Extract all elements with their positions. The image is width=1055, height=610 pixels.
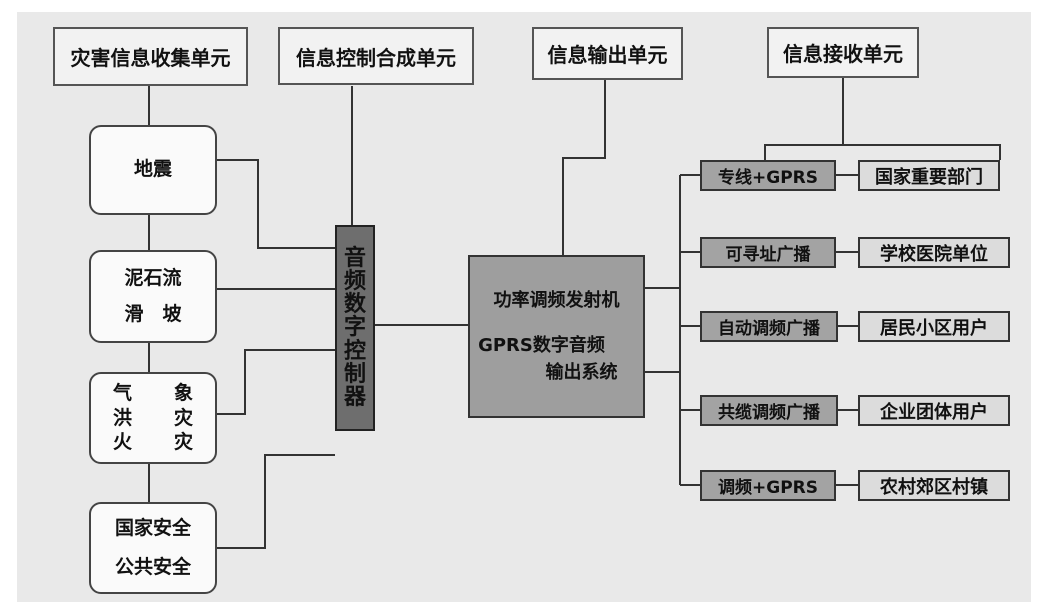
header-output-label: 信息输出单元	[547, 43, 668, 67]
channel-dedicated-gprs: 专线+GPRS	[700, 160, 836, 191]
channel-label: 可寻址广播	[725, 245, 811, 265]
connector	[562, 80, 606, 255]
controller-char: 数	[343, 292, 366, 318]
fm-transmitter-gprs-system: 功率调频发射机 GPRS数字音频 输出系统	[468, 255, 645, 418]
audio-digital-controller: 音 频 数 字 控 制 器	[335, 225, 375, 431]
channel-label: 共缆调频广播	[718, 403, 820, 423]
receiver-label: 学校医院单位	[880, 243, 988, 265]
receiver-label: 国家重要部门	[875, 166, 983, 188]
header-control-label: 信息控制合成单元	[296, 45, 456, 70]
source-mudflow-landslide: 泥石流 滑 坡	[89, 250, 217, 343]
transmitter-system-label: 输出系统	[545, 362, 618, 383]
connector	[217, 349, 335, 415]
source-security: 国家安全 公共安全	[89, 502, 217, 594]
transmitter-gprs-label: GPRS数字音频	[478, 335, 605, 356]
header-receive-unit: 信息接收单元	[767, 27, 919, 78]
receiver-label: 农村郊区村镇	[880, 476, 988, 498]
controller-char: 器	[343, 384, 366, 410]
channel-fm-gprs: 调频+GPRS	[700, 470, 836, 501]
connector	[217, 159, 335, 249]
weather-cell: 洪	[112, 406, 132, 429]
header-output-unit: 信息输出单元	[532, 27, 683, 80]
controller-char: 频	[343, 269, 366, 295]
channel-label: 专线+GPRS	[718, 168, 818, 188]
source-public-security-label: 公共安全	[114, 556, 191, 578]
channel-label: 自动调频广播	[718, 319, 820, 339]
weather-grid: 气 象 洪 灾 火 灾	[113, 381, 193, 455]
receiver-residential-users: 居民小区用户	[858, 311, 1010, 342]
weather-cell: 象	[174, 381, 194, 404]
weather-cell: 火	[112, 431, 132, 454]
receiver-schools-hospitals: 学校医院单位	[858, 237, 1010, 268]
channel-auto-fm-broadcast: 自动调频广播	[700, 311, 838, 342]
header-control-unit: 信息控制合成单元	[278, 27, 474, 85]
connector	[217, 454, 335, 549]
controller-char: 制	[343, 361, 366, 387]
transmitter-title: 功率调频发射机	[493, 290, 620, 311]
weather-cell: 气	[112, 381, 132, 404]
source-landslide-label: 滑 坡	[124, 302, 182, 325]
receiver-national-departments: 国家重要部门	[858, 160, 1000, 191]
source-weather-flood-fire: 气 象 洪 灾 火 灾	[89, 372, 217, 464]
source-mudflow-label: 泥石流	[124, 267, 182, 290]
controller-char: 控	[343, 338, 366, 364]
source-earthquake: 地震	[89, 125, 217, 215]
receiver-enterprise-users: 企业团体用户	[858, 395, 1010, 426]
connector	[764, 144, 1001, 160]
channel-label: 调频+GPRS	[718, 478, 818, 498]
receiver-label: 企业团体用户	[880, 401, 988, 423]
source-earthquake-label: 地震	[133, 158, 172, 181]
controller-char: 音	[343, 246, 366, 272]
weather-cell: 灾	[174, 431, 194, 454]
receiver-label: 居民小区用户	[880, 317, 988, 339]
header-receive-label: 信息接收单元	[783, 42, 903, 66]
source-national-security-label: 国家安全	[114, 516, 191, 539]
controller-char: 字	[343, 315, 366, 341]
channel-shared-cable-fm: 共缆调频广播	[700, 395, 838, 426]
channel-addressable-broadcast: 可寻址广播	[700, 237, 836, 268]
header-collect-label: 灾害信息收集单元	[70, 46, 231, 70]
receiver-rural-villages: 农村郊区村镇	[858, 470, 1010, 501]
header-collect-unit: 灾害信息收集单元	[53, 27, 248, 86]
weather-cell: 灾	[174, 406, 194, 429]
